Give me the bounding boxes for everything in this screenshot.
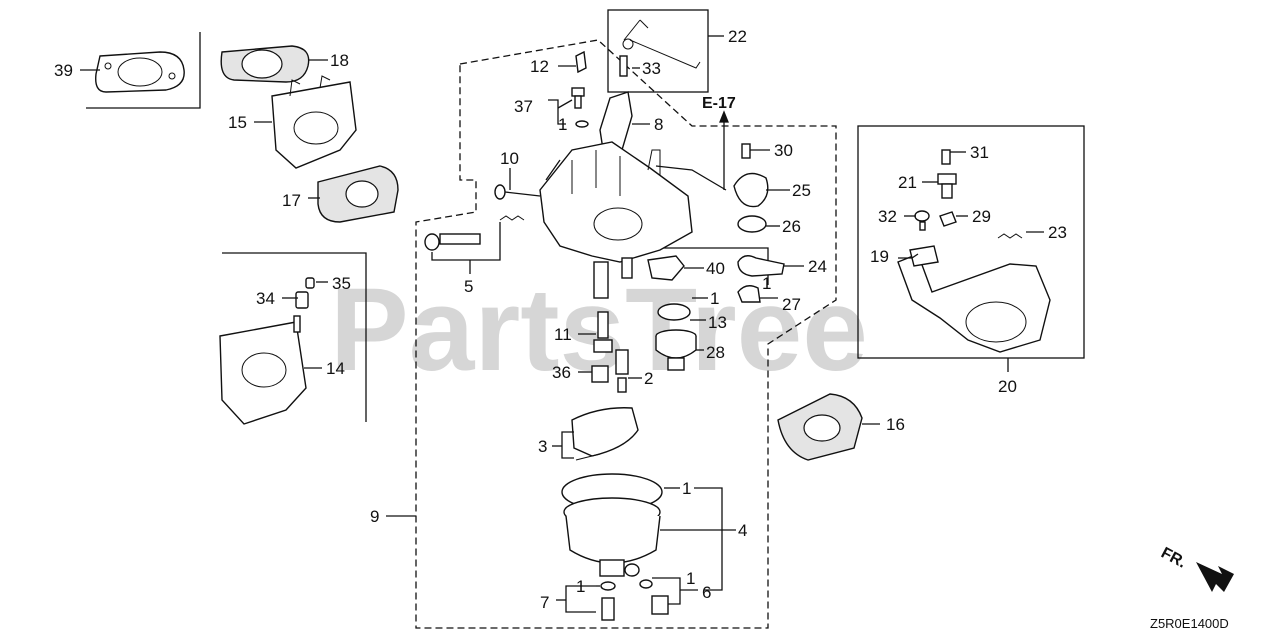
jet-11 bbox=[593, 311, 613, 353]
cap-12 bbox=[575, 50, 587, 74]
plate-20 bbox=[897, 245, 1051, 353]
frame-20 bbox=[857, 125, 1085, 359]
callout-35: 35 bbox=[332, 274, 351, 293]
part-24 bbox=[737, 255, 785, 277]
screw-31 bbox=[941, 149, 951, 165]
spring-23 bbox=[997, 233, 1023, 239]
insulator-15 bbox=[271, 75, 357, 169]
callout-10: 10 bbox=[500, 149, 519, 168]
lever-22 bbox=[622, 19, 701, 69]
callout-7: 7 bbox=[540, 593, 549, 612]
callout-6: 6 bbox=[702, 583, 711, 602]
callout-25: 25 bbox=[792, 181, 811, 200]
diaphragm-26 bbox=[737, 215, 767, 233]
callout-33: 33 bbox=[642, 59, 661, 78]
callout-11: 11 bbox=[554, 325, 572, 344]
callout-39: 39 bbox=[54, 61, 73, 80]
callout-20: 20 bbox=[998, 377, 1017, 396]
valve-28 bbox=[655, 329, 697, 371]
section-reference: E-17 bbox=[702, 95, 736, 112]
fitting-34-35 bbox=[295, 277, 315, 309]
callout-13: 13 bbox=[708, 313, 727, 332]
callout-12: 12 bbox=[530, 57, 549, 76]
callout-34: 34 bbox=[256, 289, 275, 308]
callout-4: 4 bbox=[738, 521, 747, 540]
carburetor-body bbox=[539, 141, 693, 299]
callout-1a: 1 bbox=[558, 115, 567, 134]
callout-18: 18 bbox=[330, 51, 349, 70]
callout-3: 3 bbox=[538, 437, 547, 456]
screw-33 bbox=[619, 55, 628, 77]
callout-37: 37 bbox=[514, 97, 533, 116]
screw-32 bbox=[914, 210, 930, 231]
callout-36: 36 bbox=[552, 363, 571, 382]
seat-40 bbox=[647, 255, 685, 281]
part-27 bbox=[737, 285, 761, 303]
screw-37 bbox=[571, 87, 585, 109]
screw-10 bbox=[494, 184, 541, 200]
callout-1d: 1 bbox=[682, 479, 691, 498]
oring-13 bbox=[657, 303, 691, 321]
screw-7 bbox=[600, 581, 616, 621]
screw-6 bbox=[624, 563, 669, 615]
front-arrow: FR. bbox=[1158, 545, 1234, 592]
callout-21: 21 bbox=[898, 173, 917, 192]
float-bowl-4 bbox=[563, 497, 661, 577]
callout-1c: 1 bbox=[710, 289, 719, 308]
callout-29: 29 bbox=[972, 207, 991, 226]
callout-23: 23 bbox=[1048, 223, 1067, 242]
gasket-17 bbox=[317, 165, 399, 223]
callout-30: 30 bbox=[774, 141, 793, 160]
callout-8: 8 bbox=[654, 115, 663, 134]
needle-2 bbox=[615, 349, 629, 393]
gasket-39 bbox=[95, 51, 185, 93]
callout-16: 16 bbox=[886, 415, 905, 434]
part-36 bbox=[591, 365, 609, 383]
frame-9-dashed bbox=[415, 39, 837, 629]
callout-22: 22 bbox=[728, 27, 747, 46]
callout-31: 31 bbox=[970, 143, 989, 162]
callout-1f: 1 bbox=[686, 569, 695, 588]
callout-32: 32 bbox=[878, 207, 897, 226]
fitting-21 bbox=[937, 173, 957, 199]
callout-9: 9 bbox=[370, 507, 379, 526]
callout-17: 17 bbox=[282, 191, 301, 210]
callout-labels: 39 18 15 17 34 35 14 12 33 22 37 1 8 10 … bbox=[54, 27, 1067, 612]
screw-30 bbox=[741, 143, 751, 159]
callout-26: 26 bbox=[782, 217, 801, 236]
frame-22 bbox=[607, 9, 709, 93]
callout-2: 2 bbox=[644, 369, 653, 388]
diagram-code: Z5R0E1400D bbox=[1150, 616, 1229, 631]
screw-5 bbox=[424, 215, 525, 251]
callout-24: 24 bbox=[808, 257, 827, 276]
frame-14 bbox=[222, 252, 367, 422]
leader-lines bbox=[80, 35, 1044, 613]
callout-1b: 1 bbox=[762, 274, 771, 293]
callout-28: 28 bbox=[706, 343, 725, 362]
callout-1e: 1 bbox=[576, 577, 585, 596]
float-3 bbox=[571, 407, 639, 461]
frame-39 bbox=[86, 32, 201, 109]
part-29 bbox=[939, 211, 957, 227]
front-arrow-icon bbox=[1196, 562, 1234, 592]
callout-15: 15 bbox=[228, 113, 247, 132]
callout-27: 27 bbox=[782, 295, 801, 314]
insulator-14 bbox=[219, 315, 307, 425]
cover-25 bbox=[733, 172, 769, 208]
callout-19: 19 bbox=[870, 247, 889, 266]
callout-40: 40 bbox=[706, 259, 725, 278]
callout-14: 14 bbox=[326, 359, 345, 378]
washer-1a bbox=[575, 120, 589, 128]
callout-5: 5 bbox=[464, 277, 473, 296]
front-label: FR. bbox=[1158, 545, 1189, 572]
gasket-18 bbox=[220, 45, 310, 83]
gasket-16 bbox=[777, 393, 863, 461]
